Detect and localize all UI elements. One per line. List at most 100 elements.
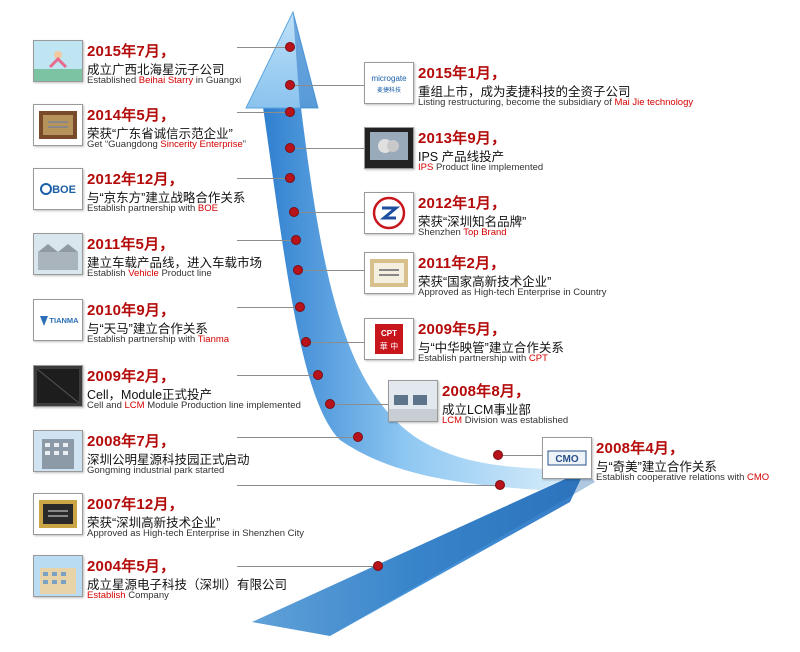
- connector-line: [237, 178, 290, 179]
- timeline-dot: [285, 42, 295, 52]
- connector-line: [330, 404, 388, 405]
- timeline-dot: [285, 143, 295, 153]
- event-title-zh: 成立广西北海星沅子公司: [87, 63, 225, 77]
- event-highlight: CPT: [528, 353, 548, 364]
- event-title-zh: 成立LCM事业部: [442, 403, 531, 417]
- timeline-dot: [285, 173, 295, 183]
- svg-text:CPT: CPT: [381, 329, 397, 338]
- connector-line: [298, 270, 364, 271]
- event-title-en: Cell and LCM Module Production line impl…: [87, 400, 301, 411]
- certificate-gold-icon: [33, 493, 83, 535]
- event-date: 2011年5月，: [87, 236, 175, 253]
- event-title-zh: 荣获“深圳高新技术企业”: [87, 516, 221, 530]
- connector-line: [237, 307, 300, 308]
- event-date: 2011年2月，: [418, 255, 506, 272]
- tianma-logo-icon: TIANMA: [33, 299, 83, 341]
- svg-text:CMO: CMO: [555, 454, 579, 465]
- event-date: 2015年7月，: [87, 43, 176, 60]
- event-date: 2007年12月，: [87, 496, 184, 513]
- event-highlight: LCM: [442, 415, 463, 426]
- event-title-zh: 荣获“广东省诚信示范企业”: [87, 127, 233, 141]
- event-title-en: Listing restructuring, become the subsid…: [418, 97, 694, 108]
- event-title-en: Establish Company: [87, 590, 169, 601]
- event-date: 2013年9月，: [418, 130, 507, 147]
- boe-logo-icon: BOE: [33, 168, 83, 210]
- event-title-zh: 成立星源电子科技（深圳）有限公司: [87, 578, 288, 592]
- connector-line: [237, 437, 358, 438]
- timeline-dot: [285, 107, 295, 117]
- event-title-zh: 与“奇美”建立合作关系: [596, 460, 717, 474]
- event-highlight: CMO: [747, 472, 770, 483]
- event-date: 2008年8月，: [442, 383, 531, 400]
- timeline-dot: [495, 480, 505, 490]
- svg-text:microgate: microgate: [371, 74, 407, 83]
- event-title-en: Establish Vehicle Product line: [87, 268, 212, 279]
- timeline-dot: [373, 561, 383, 571]
- lcd-panel-icon: [33, 365, 83, 407]
- event-title-en: Establish cooperative relations with CMO: [596, 472, 770, 483]
- event-date: 2012年1月，: [418, 195, 507, 212]
- timeline-dot: [301, 337, 311, 347]
- connector-line: [498, 455, 542, 456]
- event-title-en: Get “Guangdong Sincerity Enterprise”: [87, 139, 246, 150]
- event-title-en: Shenzhen Top Brand: [418, 227, 507, 238]
- factory-photo-icon: [33, 233, 83, 275]
- svg-text:TIANMA: TIANMA: [49, 316, 79, 325]
- event-title-en: Approved as High-tech Enterprise in Coun…: [418, 287, 607, 298]
- timeline-dot: [493, 450, 503, 460]
- svg-text:麦捷科技: 麦捷科技: [377, 86, 401, 94]
- timeline-dot: [325, 399, 335, 409]
- event-highlight: Establish: [87, 590, 126, 601]
- event-date: 2009年5月，: [418, 321, 507, 338]
- connector-line: [237, 240, 296, 241]
- event-date: 2008年4月，: [596, 440, 685, 457]
- event-date: 2004年5月，: [87, 558, 176, 575]
- event-highlight: BOE: [197, 203, 218, 214]
- event-highlight: Beihai Starry: [138, 75, 194, 86]
- plaque-icon: [33, 104, 83, 146]
- yoga-photo-icon: [33, 40, 83, 82]
- timeline-dot: [285, 80, 295, 90]
- event-title-en: Establish partnership with BOE: [87, 203, 218, 214]
- ips-monitor-icon: [364, 127, 414, 169]
- event-title-zh: 荣获“深圳知名品牌”: [418, 215, 527, 229]
- event-highlight: Tianma: [197, 334, 230, 345]
- event-title-en: Establish partnership with CPT: [418, 353, 548, 364]
- connector-line: [237, 47, 290, 48]
- event-title-zh: IPS 产品线投产: [418, 150, 505, 164]
- event-date: 2008年7月，: [87, 433, 176, 450]
- connector-line: [306, 342, 364, 343]
- timeline-dot: [295, 302, 305, 312]
- timeline-dot: [313, 370, 323, 380]
- timeline-dot: [353, 432, 363, 442]
- event-title-zh: 荣获“国家高新技术企业”: [418, 275, 552, 289]
- svg-text:華 中: 華 中: [380, 341, 399, 351]
- timeline-dot: [289, 207, 299, 217]
- event-date: 2009年2月，: [87, 368, 176, 385]
- arrow-lower-edge: [252, 470, 595, 636]
- event-title-en: IPS Product line implemented: [418, 162, 544, 173]
- cpt-logo-icon: CPT 華 中: [364, 318, 414, 360]
- event-title-zh: 与“京东方”建立战略合作关系: [87, 191, 246, 205]
- brand-seal-icon: [364, 192, 414, 234]
- svg-text:BOE: BOE: [52, 184, 76, 196]
- event-title-zh: 建立车载产品线，进入车载市场: [87, 256, 263, 270]
- event-date: 2010年9月，: [87, 302, 176, 319]
- cmo-logo-icon: CMO: [542, 437, 592, 479]
- event-highlight: Vehicle: [128, 268, 159, 279]
- event-title-en: Established Beihai Starry in Guangxi: [87, 75, 242, 86]
- connector-line: [290, 148, 364, 149]
- arrow-stem: [262, 100, 585, 490]
- event-title-zh: Cell，Module正式投产: [87, 388, 213, 402]
- event-highlight: Mai Jie technology: [614, 97, 694, 108]
- connector-line: [294, 212, 364, 213]
- event-title-en: Gongming industrial park started: [87, 465, 225, 476]
- company-building-icon: [33, 555, 83, 597]
- event-title-en: LCM Division was established: [442, 415, 569, 426]
- office-photo-icon: [388, 380, 438, 422]
- event-title-en: Establish partnership with Tianma: [87, 334, 230, 345]
- microgate-logo-icon: microgate 麦捷科技: [364, 62, 414, 104]
- event-title-zh: 与“天马”建立合作关系: [87, 322, 208, 336]
